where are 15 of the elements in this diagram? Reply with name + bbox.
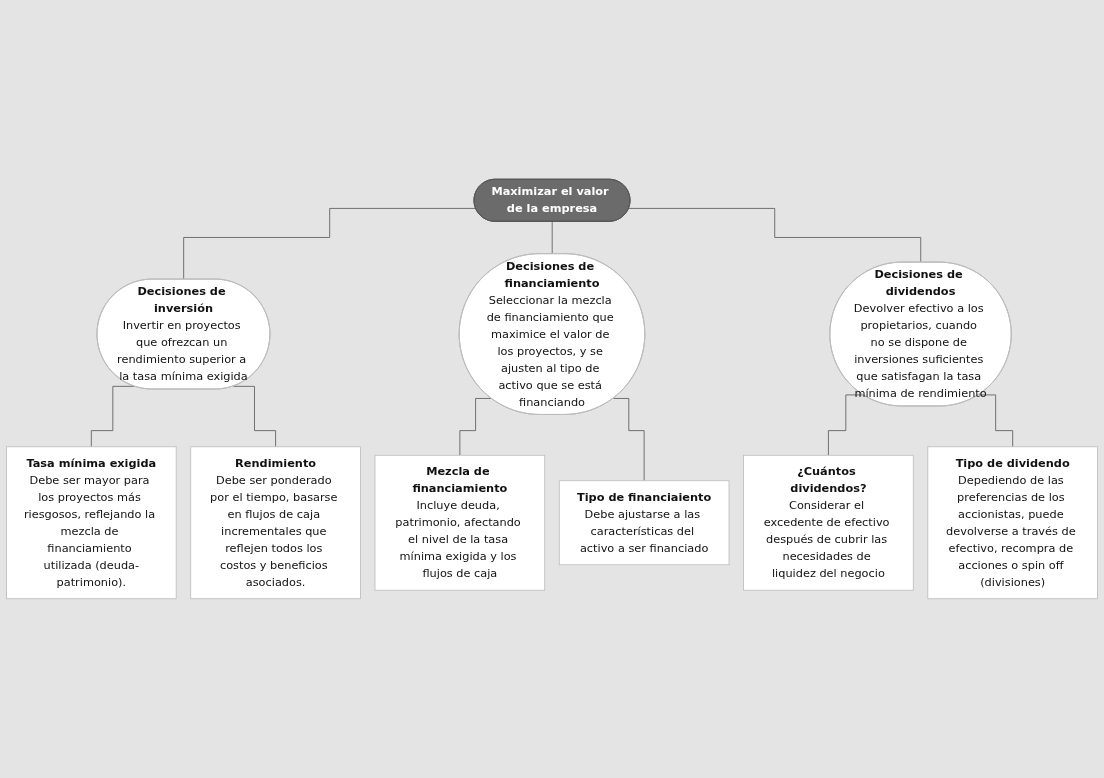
connector — [183, 208, 477, 280]
connector — [613, 398, 645, 482]
connector — [551, 221, 553, 255]
connector — [232, 385, 276, 448]
node-box: Mezcla de financiamiento Incluye deuda, patrimonio, afectando el nivel de la tasa mínima exigida y los flujos de caja — [374, 454, 546, 591]
node-box: Tasa mínima exigida Debe ser mayor para los proyectos más riesgosos, reflejando la mezcla de financiamiento utilizada (deuda-patrimonio). — [6, 446, 177, 600]
node-box: Tipo de dividendo Depediendo de las preferencias de los accionistas, puede devolverse a través de efectivo, recompra de acciones o spin off (divisiones) — [927, 446, 1098, 600]
node-box: Rendimiento Debe ser ponderado por el tiempo, basarse en flujos de caja incrementales que reflejen todos los costos y beneficios asociados. — [190, 446, 361, 600]
node-box: Tipo de financiaiento Debe ajustarse a las características del activo a ser financiado — [558, 480, 730, 566]
connector — [90, 385, 135, 448]
node-box: ¿Cuántos dividendos? Considerar el excedente de efectivo después de cubrir las necesidades de liquidez del negocio — [743, 454, 914, 591]
connector — [978, 394, 1014, 448]
connector — [828, 394, 864, 456]
connector — [459, 398, 492, 456]
connector — [628, 208, 922, 263]
